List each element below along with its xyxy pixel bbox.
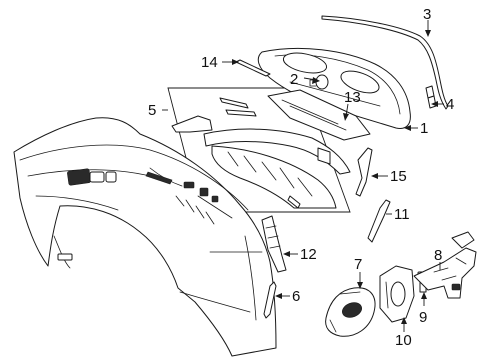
- rear-diffuser: [257, 47, 411, 129]
- tow-hook-bracket: [379, 265, 415, 323]
- side-reflector-11: [367, 199, 391, 243]
- callout-15: 15: [390, 168, 407, 185]
- callout-5: 5: [148, 102, 156, 119]
- callout-10: 10: [395, 332, 412, 349]
- callout-1: 1: [420, 120, 428, 137]
- mount-bracket-8: [413, 231, 477, 299]
- narrow-trim-6: [263, 281, 277, 319]
- callout-9: 9: [419, 309, 427, 326]
- bracket-12: [261, 215, 287, 273]
- callout-12: 12: [300, 246, 317, 263]
- small-trim-piece: [235, 59, 271, 77]
- diffuser-lower-trim: [267, 89, 371, 141]
- tow-hook-cover: [325, 287, 376, 337]
- trim-strip: [321, 15, 449, 110]
- callout-11: 11: [394, 206, 410, 223]
- lower-panel-assembly: [171, 97, 351, 209]
- callout-8: 8: [434, 247, 442, 264]
- leader-lines: [162, 20, 444, 332]
- callout-7: 7: [354, 256, 362, 273]
- callout-labels: 1 2 3 4 5 6 7 8 9 10 11 12 13 14 15: [148, 6, 454, 349]
- side-reflector-15: [355, 147, 373, 197]
- callout-3: 3: [423, 6, 431, 23]
- callout-13: 13: [344, 89, 361, 106]
- callout-2: 2: [290, 71, 298, 88]
- callout-4: 4: [446, 96, 454, 113]
- callout-6: 6: [292, 288, 300, 305]
- bumper-cover: [13, 117, 277, 357]
- callout-14: 14: [201, 54, 218, 71]
